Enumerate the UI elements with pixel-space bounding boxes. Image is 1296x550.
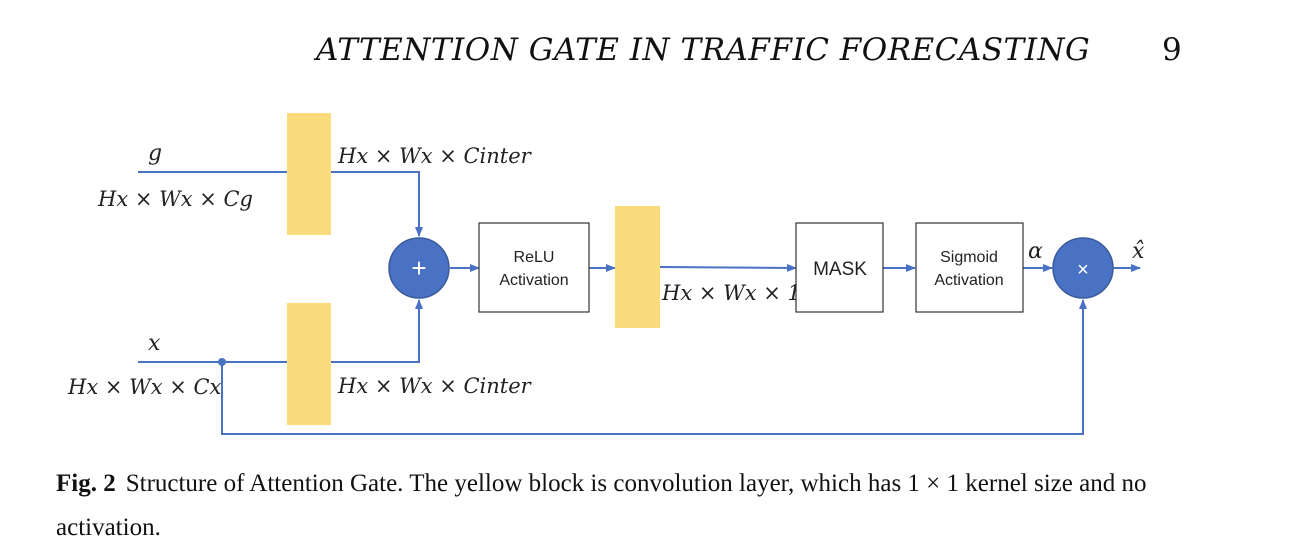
alpha-symbol: α: [1028, 239, 1043, 264]
mask-box: [795, 222, 884, 313]
mask-label: MASK: [813, 259, 867, 280]
sigmoid-label-line2: Activation: [934, 272, 1003, 289]
multiply-operator: [1052, 237, 1114, 299]
skip-junction-dot: [218, 358, 226, 366]
connection-lines: [138, 171, 1141, 435]
g-input-dims: Hx × Wx × Cg: [97, 187, 253, 211]
page-number: 9: [1162, 32, 1182, 68]
running-header-title: ATTENTION GATE IN TRAFFIC FORECASTING: [316, 32, 1091, 68]
g-input-symbol: g: [148, 141, 162, 166]
x-conv-output-dims: Hx × Wx × Cinter: [337, 374, 533, 398]
relu-label-line1: ReLU: [514, 249, 555, 266]
x-conv-to-add-arrow: [331, 299, 423, 363]
g-conv-output-dims: Hx × Wx × Cinter: [337, 144, 533, 168]
sigmoid-activation-box: [915, 222, 1024, 313]
skip-connection-arrow: [221, 299, 1087, 435]
relu-activation-box: [478, 222, 590, 313]
multiply-symbol: ×: [1077, 259, 1089, 281]
conv-block-g: [287, 113, 331, 235]
conv-to-mask-arrow: [659, 263, 797, 272]
x-input-symbol: x: [148, 331, 161, 356]
add-operator: [388, 237, 450, 299]
caption-text: Structure of Attention Gate. The yellow …: [56, 470, 1147, 541]
conv-block-psi: [615, 206, 660, 328]
x-input-dims: Hx × Wx × Cx: [67, 375, 222, 399]
add-symbol: +: [411, 253, 426, 283]
psi-conv-output-dims: Hx × Wx × 1: [661, 281, 801, 305]
conv-block-x: [287, 303, 331, 425]
figure-label: Fig. 2: [56, 470, 116, 497]
relu-label-line2: Activation: [499, 272, 568, 289]
g-conv-to-add-arrow: [331, 171, 423, 237]
sigmoid-label-line1: Sigmoid: [940, 249, 998, 266]
output-x-hat-symbol: x̂: [1132, 239, 1145, 264]
